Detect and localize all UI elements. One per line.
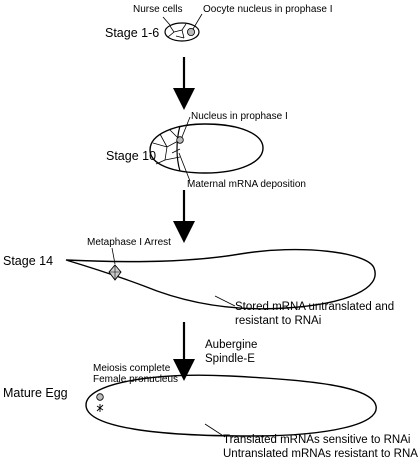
oocyte-nucleus-leader: [192, 13, 203, 30]
translated-mrna-line-1: Translated mRNAs sensitive to RNAi: [223, 434, 410, 446]
stage-10-egg-chamber: [149, 123, 264, 174]
stage-1-6-label: Stage 1-6: [105, 26, 159, 40]
female-pronucleus-label: Female pronucleus: [93, 374, 178, 385]
mature-egg-label: Mature Egg: [3, 386, 68, 400]
maternal-mrna-leader: [178, 152, 191, 182]
stage-14-oocyte: [65, 248, 376, 310]
maternal-mrna-label: Maternal mRNA deposition: [187, 179, 306, 190]
nucleus-leader: [181, 116, 191, 138]
stage-10-label: Stage 10: [106, 149, 156, 163]
stored-mrna-leader: [214, 295, 236, 307]
nurse-cells-leader: [162, 16, 171, 26]
stage-14-label: Stage 14: [3, 254, 53, 268]
stage-1-6-oocyte: [164, 22, 200, 42]
aubergine-label: Aubergine: [205, 339, 257, 351]
metaphase-leader: [111, 247, 116, 265]
spindle-e-label: Spindle-E: [205, 353, 255, 365]
stored-mrna-line-1: Stored mRNA untranslated and: [235, 301, 394, 313]
nucleus-prophase-label: Nucleus in prophase I: [191, 111, 288, 122]
metaphase-arrest-label: Metaphase I Arrest: [87, 237, 171, 248]
nurse-cells-label: Nurse cells: [133, 4, 182, 15]
stored-mrna-line-2: resistant to RNAi: [235, 315, 321, 327]
oocyte-nucleus-label: Oocyte nucleus in prophase I: [203, 4, 333, 15]
translated-mrna-line-2: Untranslated mRNAs resistant to RNAi: [223, 448, 418, 460]
mature-egg: [85, 374, 377, 437]
meiosis-complete-label: Meiosis complete: [93, 363, 171, 374]
translated-mrna-leader: [204, 423, 226, 438]
